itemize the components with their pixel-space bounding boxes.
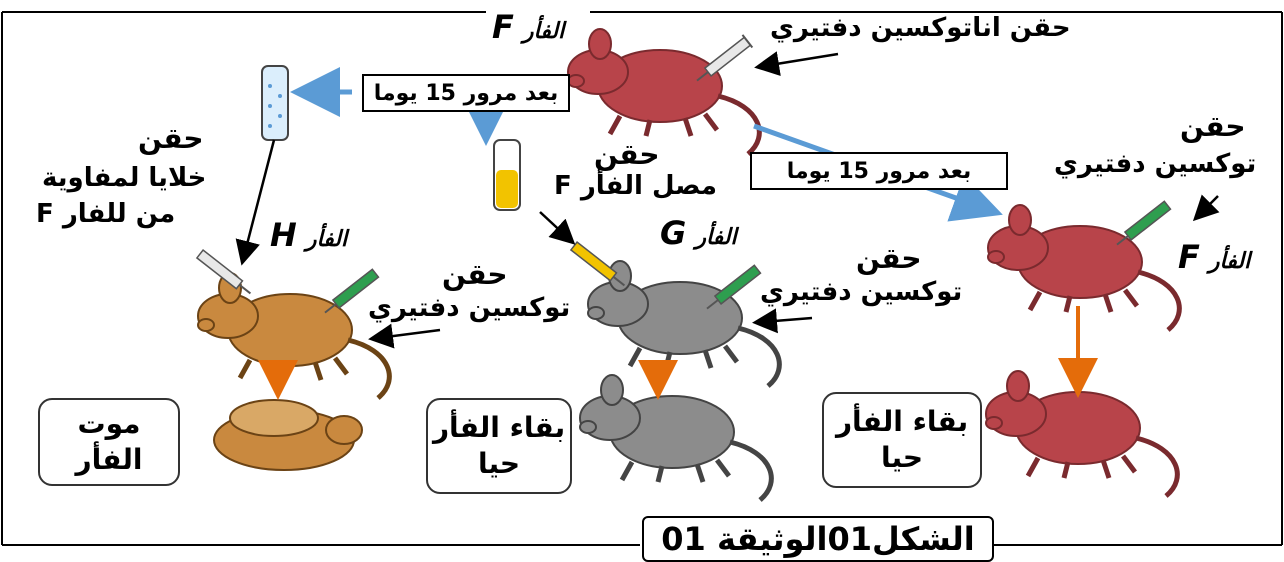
tube-lymphocytes-icon bbox=[261, 65, 289, 141]
tube-serum-icon bbox=[493, 139, 521, 211]
mouse-h-label: الفأر H bbox=[270, 216, 347, 254]
outer-border bbox=[1, 11, 1283, 546]
mouse-g-label: الفأر G bbox=[660, 214, 737, 252]
inject-serum-title: حقن bbox=[594, 138, 660, 171]
anatoxin-injection-label: حقن اناتوكسين دفتيري bbox=[770, 13, 1071, 43]
inject-toxin-g-title: حقن bbox=[856, 242, 922, 275]
inject-toxin-g-line: توكسين دفتيري bbox=[760, 277, 963, 307]
figure-caption: الشكل01الوثيقة 01 bbox=[642, 516, 994, 562]
inject-toxin-h-title: حقن bbox=[442, 258, 508, 291]
days-box-left: بعد مرور 15 يوما bbox=[362, 74, 570, 112]
mouse-f-right-letter: F bbox=[1178, 238, 1200, 276]
dead-mouse-h-icon bbox=[213, 399, 363, 471]
result-g-line1: بقاء الفأر bbox=[432, 410, 566, 444]
mouse-f-top-tag: الفأر bbox=[522, 19, 565, 44]
black-arrows bbox=[235, 51, 1220, 349]
syringe-cells-icon bbox=[195, 249, 252, 295]
days-box-right: بعد مرور 15 يوما bbox=[750, 152, 1008, 190]
inject-cells-title: حقن bbox=[138, 122, 204, 155]
result-f-line2: حيا bbox=[880, 441, 924, 474]
mouse-f-right-tag: الفأر bbox=[1208, 249, 1251, 274]
alive-mouse-f-icon bbox=[986, 371, 1177, 496]
inject-cells-line2: من للفار F bbox=[36, 199, 176, 229]
syringe-anatoxin-icon bbox=[696, 34, 754, 82]
result-box-g: بقاء الفأر حيا bbox=[426, 398, 572, 494]
result-box-f: بقاء الفأر حيا bbox=[822, 392, 982, 488]
mouse-f-top-label: الفأر F bbox=[492, 8, 564, 46]
inject-toxin-right-title: حقن bbox=[1180, 110, 1246, 143]
syringe-toxin-g-icon bbox=[706, 264, 762, 310]
result-h-line1: موت bbox=[77, 406, 141, 440]
inject-toxin-right-line: توكسين دفتيري bbox=[1054, 149, 1257, 179]
inject-serum-line: مصل الفأر F bbox=[554, 171, 717, 201]
orange-arrows bbox=[258, 306, 1098, 400]
mouse-h-tag: الفأر bbox=[305, 227, 348, 252]
mouse-g-letter: G bbox=[660, 214, 687, 252]
result-h-line2: الفأر bbox=[75, 443, 143, 476]
syringe-toxin-h-icon bbox=[324, 268, 380, 314]
result-g-line2: حيا bbox=[477, 447, 521, 480]
inject-cells-line1: خلايا لمفاوية bbox=[42, 163, 207, 193]
alive-mouse-g-icon bbox=[580, 375, 771, 500]
mouse-g-tag: الفأر bbox=[695, 225, 737, 250]
syringe-serum-icon bbox=[569, 241, 626, 287]
mouse-h-letter: H bbox=[270, 216, 297, 254]
inject-toxin-h-line: توكسين دفتيري bbox=[368, 293, 571, 323]
syringe-toxin-right-icon bbox=[1116, 200, 1172, 246]
mouse-f-top-letter: F bbox=[492, 8, 514, 46]
result-box-h: موت الفأر bbox=[38, 398, 180, 486]
mouse-f-right-label: الفأر F bbox=[1178, 238, 1250, 276]
result-f-line1: بقاء الفأر bbox=[835, 404, 969, 438]
